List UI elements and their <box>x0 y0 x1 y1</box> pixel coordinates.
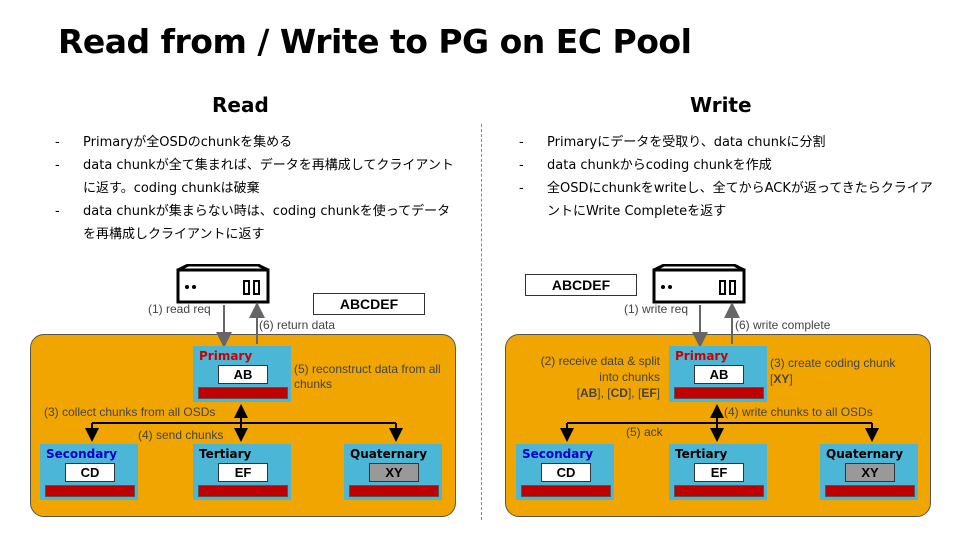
osd-disk <box>198 387 288 399</box>
chunk-ref: XY <box>773 372 790 386</box>
node-role: Quaternary <box>826 447 904 461</box>
osd-disk <box>198 485 288 497</box>
coding-chunk-label: [XY] <box>770 372 793 386</box>
receive-label-line1: (2) receive data & split <box>540 354 660 368</box>
node-role: Secondary <box>46 447 118 461</box>
write-bullet: Primaryにデータを受取り、data chunkに分割 <box>519 131 934 154</box>
read-bullet: Primaryが全OSDのchunkを集める <box>55 131 455 154</box>
reconstruct-label: (5) reconstruct data from all chunks <box>294 362 441 391</box>
read-bullet: data chunkが集まらない時は、coding chunkを使ってデータを再… <box>55 200 455 246</box>
node-chunk: XY <box>369 463 419 482</box>
node-role: Tertiary <box>199 447 252 461</box>
read-bullet: data chunkが全て集まれば、データを再構成してクライアントに返す。cod… <box>55 154 455 200</box>
read-bullet-list: Primaryが全OSDのchunkを集める data chunkが全て集まれば… <box>55 131 455 246</box>
node-chunk: CD <box>541 463 591 482</box>
return-data-label: (6) return data <box>259 318 336 332</box>
node-chunk: AB <box>218 365 268 384</box>
send-chunks-label: (4) send chunks <box>138 428 224 442</box>
node-role: Primary <box>199 349 253 363</box>
write-bullet-list: Primaryにデータを受取り、data chunkに分割 data chunk… <box>519 131 934 223</box>
read-node-tertiary: Tertiary EF <box>193 444 291 500</box>
osd-disk <box>674 387 764 399</box>
collect-label: (3) collect chunks from all OSDs <box>44 405 216 419</box>
ack-label: (5) ack <box>626 425 663 439</box>
node-chunk: EF <box>218 463 268 482</box>
read-node-secondary: Secondary CD <box>40 444 138 500</box>
node-role: Tertiary <box>675 447 728 461</box>
read-data-box: ABCDEF <box>313 293 425 315</box>
write-chunks-label: (4) write chunks to all OSDs <box>724 405 873 419</box>
receive-chunks-label: [AB], [CD], [EF] <box>576 386 660 400</box>
write-node-quaternary: Quaternary XY <box>820 444 918 500</box>
node-chunk: AB <box>694 365 744 384</box>
node-chunk: CD <box>65 463 115 482</box>
panel-divider <box>481 124 482 520</box>
osd-disk <box>349 485 439 497</box>
write-node-tertiary: Tertiary EF <box>669 444 767 500</box>
receive-label-line2: into chunks <box>599 370 660 384</box>
chunk-ref: CD <box>610 386 628 400</box>
node-role: Primary <box>675 349 729 363</box>
page-title: Read from / Write to PG on EC Pool <box>58 22 692 61</box>
server-icon <box>176 264 270 304</box>
write-complete-label: (6) write complete <box>735 318 831 332</box>
node-chunk: XY <box>845 463 895 482</box>
write-data-box: ABCDEF <box>525 274 637 296</box>
read-node-quaternary: Quaternary XY <box>344 444 442 500</box>
write-node-secondary: Secondary CD <box>516 444 614 500</box>
osd-disk <box>45 485 135 497</box>
chunk-ref: AB <box>579 386 598 400</box>
write-bullet: 全OSDにchunkをwriteし、全てからACKが返ってきたらクライアントにW… <box>519 177 934 223</box>
read-req-label: (1) read req <box>148 302 211 316</box>
write-req-label: (1) write req <box>624 302 689 316</box>
node-role: Quaternary <box>350 447 428 461</box>
osd-disk <box>825 485 915 497</box>
node-role: Secondary <box>522 447 594 461</box>
server-icon <box>652 264 746 304</box>
osd-disk <box>521 485 611 497</box>
read-heading: Read <box>212 93 269 117</box>
write-bullet: data chunkからcoding chunkを作成 <box>519 154 934 177</box>
coding-label: (3) create coding chunk <box>770 356 896 370</box>
write-heading: Write <box>690 93 752 117</box>
read-node-primary: Primary AB <box>193 346 291 402</box>
node-chunk: EF <box>694 463 744 482</box>
chunk-ref: EF <box>641 386 657 400</box>
write-node-primary: Primary AB <box>669 346 767 402</box>
osd-disk <box>674 485 764 497</box>
